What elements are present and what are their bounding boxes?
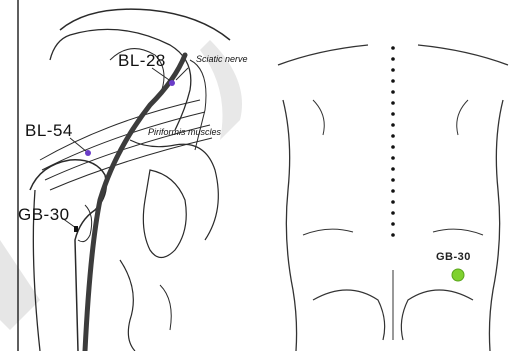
right-lumbar-curve <box>433 229 483 235</box>
left-lumbar-curve <box>303 229 353 235</box>
bl54-label: BL-54 <box>25 122 73 139</box>
spine-dot <box>391 134 395 138</box>
right-shoulder <box>418 45 508 65</box>
spine-dot <box>391 79 395 83</box>
spine-dot <box>391 211 395 215</box>
right-scapula <box>457 100 468 135</box>
spine-dot-column <box>391 46 395 237</box>
bl54-point-marker <box>85 150 91 156</box>
left-buttock <box>313 290 385 340</box>
spine-dot <box>391 233 395 237</box>
back-illustration <box>258 0 527 351</box>
spine-dot <box>391 156 395 160</box>
piriformis-label: Piriformis muscles <box>148 128 221 137</box>
femur-outline <box>30 160 106 351</box>
spine-dot <box>391 90 395 94</box>
bl28-pointer <box>152 68 172 82</box>
spine-dot <box>391 145 395 149</box>
spine-dot <box>391 112 395 116</box>
greater-trochanter <box>78 205 92 242</box>
spine-dot <box>391 200 395 204</box>
sciatic-nerve-label: Sciatic nerve <box>196 55 248 64</box>
sciatic-nerve <box>85 55 185 351</box>
spine-dot <box>391 167 395 171</box>
gb30-acupoint-marker <box>452 269 464 281</box>
spine-dot <box>391 178 395 182</box>
back-illustration-panel: GB-30 <box>258 0 527 351</box>
left-shoulder <box>278 45 368 65</box>
spine-dot <box>391 46 395 50</box>
gb30-point-marker <box>74 226 78 232</box>
gb30-label-left: GB-30 <box>18 206 70 223</box>
spine-dot <box>391 68 395 72</box>
bl28-point-marker <box>169 80 175 86</box>
gb30-label-right: GB-30 <box>436 252 471 263</box>
left-torso-edge <box>283 100 297 351</box>
piriformis-muscle <box>50 138 212 190</box>
right-torso-edge <box>489 100 503 351</box>
spine-dot <box>391 57 395 61</box>
spine-dot <box>391 123 395 127</box>
spine-dot <box>391 222 395 226</box>
right-buttock <box>401 290 473 340</box>
pelvis-illustration-panel: BL-28 Sciatic nerve BL-54 Piriformis mus… <box>0 0 250 351</box>
spine-dot <box>391 189 395 193</box>
bl28-label: BL-28 <box>118 52 166 69</box>
obturator-foramen <box>143 170 186 258</box>
ischial-tuberosity <box>160 285 171 330</box>
spine-dot <box>391 101 395 105</box>
ischium-outline <box>120 260 135 351</box>
left-scapula <box>313 100 324 135</box>
